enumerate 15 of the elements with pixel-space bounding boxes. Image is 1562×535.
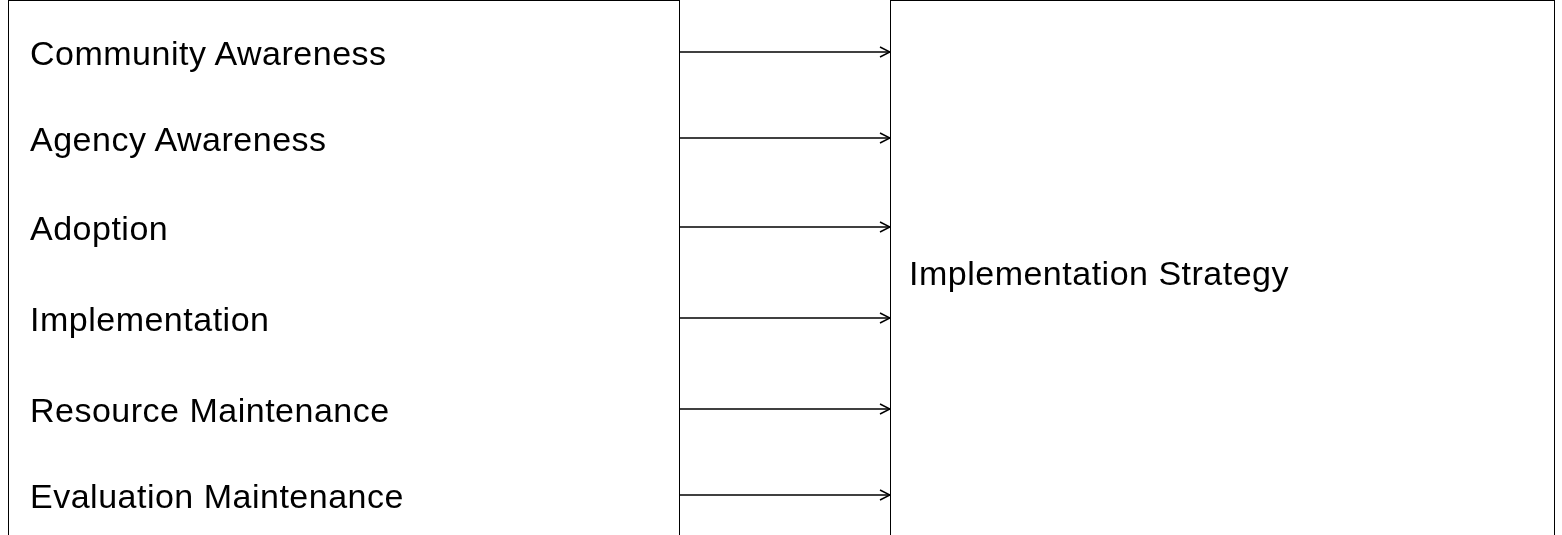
stage-label: Evaluation Maintenance [30,479,404,513]
stage-label: Adoption [30,211,169,245]
arrow [679,132,891,144]
stage-list-box [8,0,680,535]
arrow [679,489,891,501]
stage-label: Community Awareness [30,36,387,70]
stage-label: Agency Awareness [30,122,327,156]
arrow [679,221,891,233]
arrow [679,46,891,58]
stage-label: Resource Maintenance [30,393,390,427]
stage-label: Implementation Strategy [909,255,1290,290]
strategy-box [890,0,1555,535]
arrow [679,312,891,324]
stage-label: Implementation [30,302,270,336]
arrow [679,403,891,415]
